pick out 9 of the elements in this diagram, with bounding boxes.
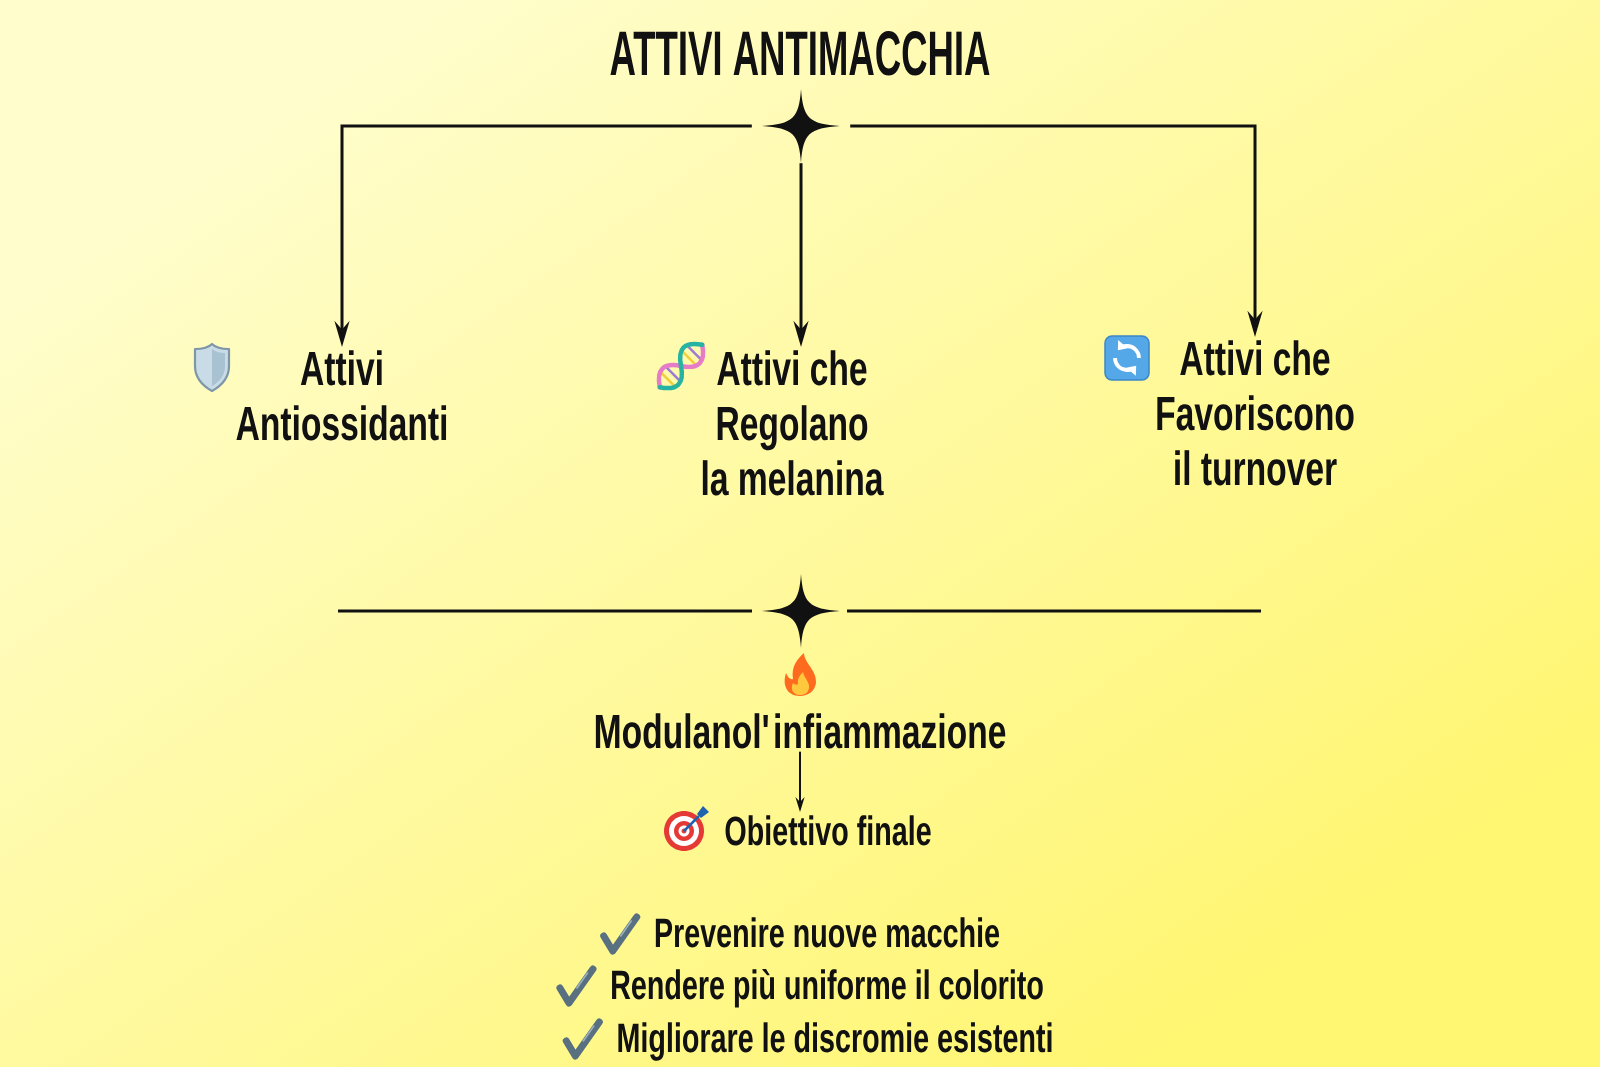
checklist-item: Migliorare le discromie esistenti — [618, 1022, 1052, 1061]
checklist-item: Rendere più uniforme il colorito — [612, 968, 1043, 1008]
branch-heading: Attivi che Regolano la melanina — [702, 350, 884, 496]
heading: Obiettivo finale — [725, 815, 931, 846]
branch-heading: Attivi Antiossidanti — [236, 350, 447, 441]
heading: Modulanol'infiammazione — [595, 713, 1006, 749]
branch-heading: Attivi che Favoriscono il turnover — [1157, 340, 1354, 486]
checklist-item: Prevenire nuove macchie — [655, 917, 1000, 948]
title: ATTIVI ANTIMACCHIA — [610, 31, 990, 76]
